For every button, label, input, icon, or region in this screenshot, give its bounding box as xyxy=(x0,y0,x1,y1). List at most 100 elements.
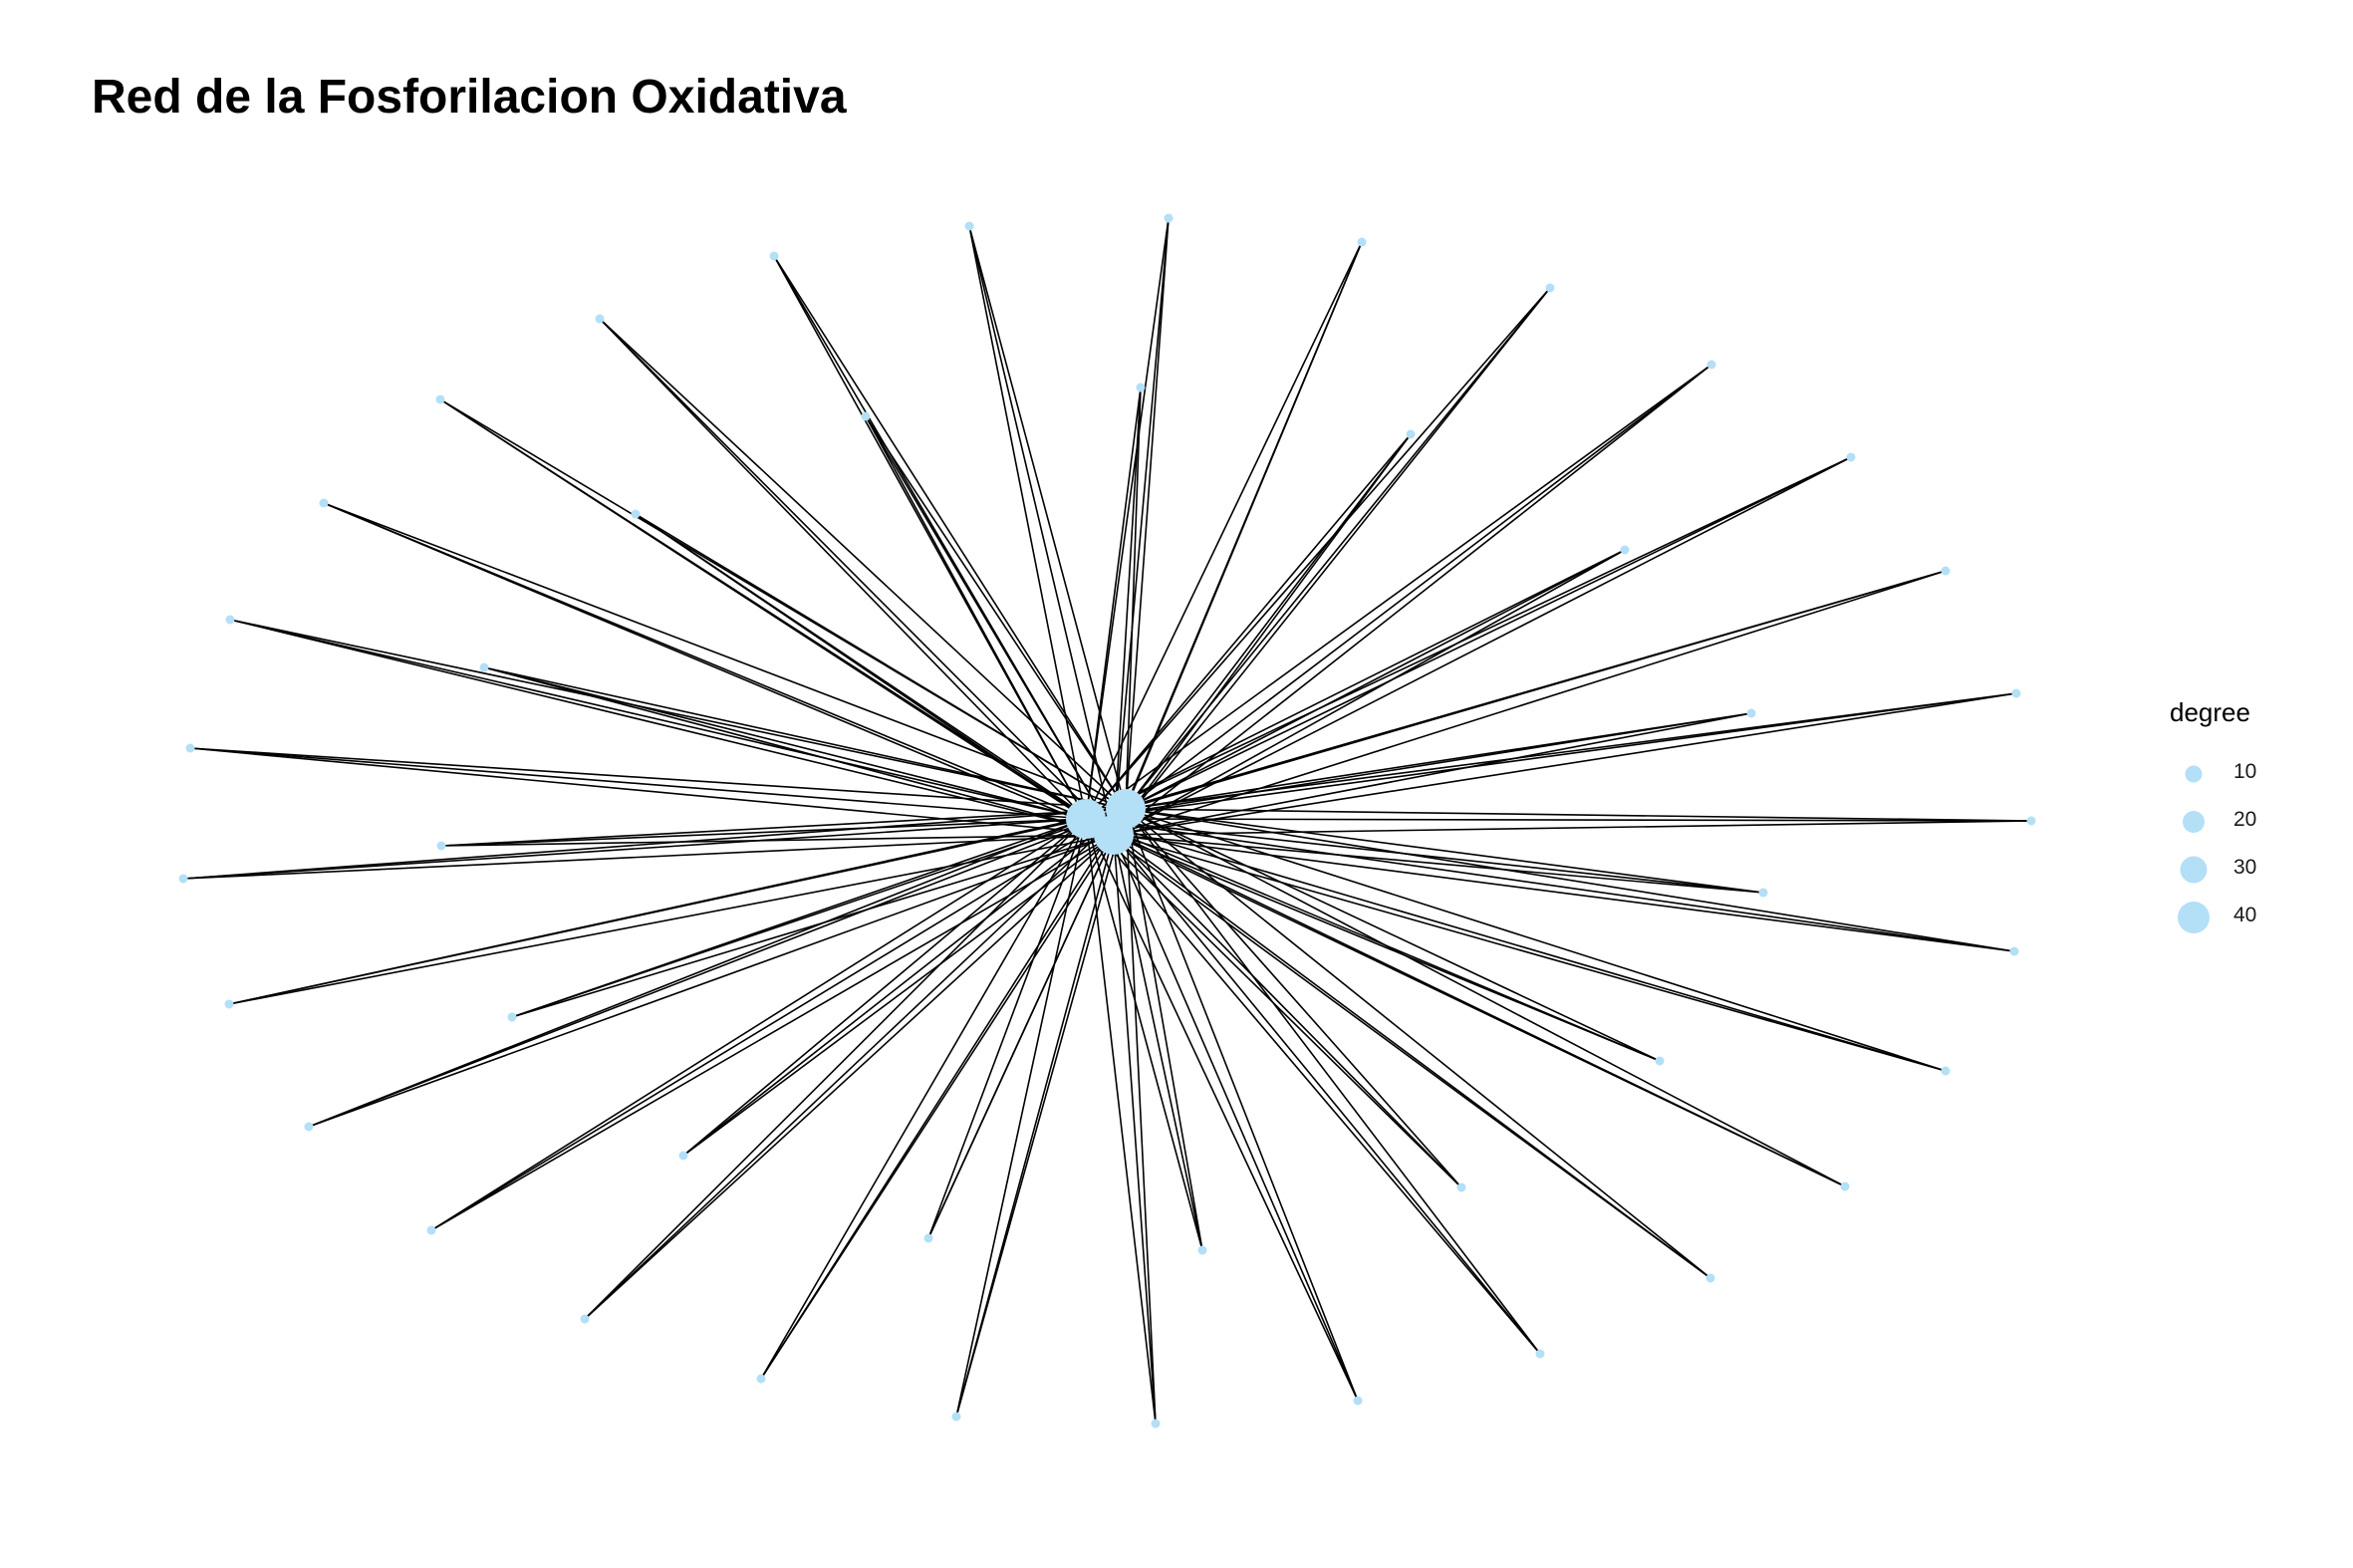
leaf-node[interactable] xyxy=(1706,360,1716,370)
edge xyxy=(773,255,1127,810)
legend-key-circle xyxy=(2180,856,2208,884)
leaf-node[interactable] xyxy=(1164,213,1174,223)
edge xyxy=(1113,287,1551,836)
leaf-node[interactable] xyxy=(436,841,446,851)
leaf-node[interactable] xyxy=(595,314,605,324)
legend-key-circle xyxy=(2185,765,2203,783)
edge xyxy=(1113,834,1203,1251)
leaf-node[interactable] xyxy=(178,874,188,884)
edge xyxy=(1113,433,1412,836)
edge xyxy=(308,808,1127,1128)
edge xyxy=(1125,217,1170,810)
leaf-node[interactable] xyxy=(479,662,489,672)
edge xyxy=(599,318,1127,810)
leaf-node[interactable] xyxy=(426,1225,436,1235)
leaf-node[interactable] xyxy=(1840,1181,1850,1191)
edge xyxy=(511,834,1115,1018)
edge xyxy=(1113,834,1846,1187)
edge xyxy=(1085,456,1852,820)
edge xyxy=(511,808,1127,1018)
edge xyxy=(1085,818,1462,1188)
edge xyxy=(1125,808,1846,1187)
edge xyxy=(927,818,1087,1239)
edge xyxy=(1113,549,1626,836)
edge xyxy=(1113,834,1711,1279)
leaf-node[interactable] xyxy=(1545,283,1555,293)
edge xyxy=(483,666,1087,820)
leaf-node[interactable] xyxy=(1746,708,1756,718)
edge xyxy=(635,513,1127,810)
edge xyxy=(1085,241,1363,820)
leaf-node[interactable] xyxy=(1151,1419,1161,1429)
edge xyxy=(1085,818,2015,952)
edge xyxy=(1125,808,1711,1279)
edge xyxy=(229,619,1115,836)
leaf-node[interactable] xyxy=(225,615,235,625)
hub-node[interactable] xyxy=(1094,815,1134,855)
leaf-node[interactable] xyxy=(1136,383,1146,392)
leaf-node[interactable] xyxy=(951,1412,961,1422)
leaf-node[interactable] xyxy=(756,1374,766,1384)
edge xyxy=(228,808,1127,1005)
node-layer xyxy=(178,213,2036,1429)
edge xyxy=(1085,818,1157,1425)
edge xyxy=(1125,808,1203,1251)
leaf-node[interactable] xyxy=(923,1233,933,1243)
edge xyxy=(1113,820,2032,836)
leaf-node[interactable] xyxy=(1758,888,1768,898)
edge xyxy=(1113,241,1363,836)
edge xyxy=(955,818,1087,1418)
leaf-node[interactable] xyxy=(580,1314,590,1324)
leaf-node[interactable] xyxy=(304,1122,314,1132)
leaf-node[interactable] xyxy=(964,221,974,231)
edge xyxy=(483,666,1127,810)
leaf-node[interactable] xyxy=(224,999,234,1009)
edge xyxy=(430,834,1115,1231)
edge xyxy=(955,834,1115,1418)
leaf-node[interactable] xyxy=(1456,1182,1466,1192)
leaf-node[interactable] xyxy=(2026,816,2036,826)
leaf-node[interactable] xyxy=(319,498,329,508)
leaf-node[interactable] xyxy=(1357,237,1367,247)
leaf-node[interactable] xyxy=(435,394,445,404)
leaf-node[interactable] xyxy=(678,1151,688,1161)
leaf-node[interactable] xyxy=(1620,545,1630,555)
edge xyxy=(1113,364,1712,836)
edge xyxy=(635,513,1115,836)
leaf-node[interactable] xyxy=(769,251,779,261)
edge xyxy=(323,502,1115,836)
leaf-node[interactable] xyxy=(2011,688,2021,698)
leaf-node[interactable] xyxy=(507,1012,517,1022)
leaf-node[interactable] xyxy=(1353,1396,1363,1406)
legend-entry: 30 xyxy=(2142,846,2321,894)
leaf-node[interactable] xyxy=(185,743,195,753)
edge xyxy=(1125,287,1551,810)
leaf-node[interactable] xyxy=(1705,1273,1715,1283)
edge xyxy=(1113,456,1852,836)
leaf-node[interactable] xyxy=(1197,1245,1207,1255)
edge xyxy=(865,415,1127,810)
legend-label: 20 xyxy=(2233,808,2257,831)
edge xyxy=(1113,834,1359,1402)
leaf-node[interactable] xyxy=(631,509,641,519)
edge xyxy=(1113,217,1170,836)
edge xyxy=(182,818,1087,880)
leaf-node[interactable] xyxy=(1846,452,1856,462)
leaf-node[interactable] xyxy=(1406,429,1416,439)
edge xyxy=(1125,808,1661,1062)
leaf-node[interactable] xyxy=(1535,1349,1545,1359)
leaf-node[interactable] xyxy=(2009,946,2019,956)
leaf-node[interactable] xyxy=(1655,1056,1665,1066)
edge xyxy=(1125,570,1947,810)
leaf-node[interactable] xyxy=(1941,566,1951,576)
edge xyxy=(1125,364,1712,810)
edge xyxy=(1125,808,2015,952)
edge xyxy=(1085,364,1712,820)
leaf-node[interactable] xyxy=(861,411,871,421)
edge xyxy=(1113,834,1541,1355)
legend-entry: 10 xyxy=(2142,750,2321,798)
edge xyxy=(1125,808,1359,1402)
edge xyxy=(189,747,1115,836)
leaf-node[interactable] xyxy=(1941,1066,1951,1076)
